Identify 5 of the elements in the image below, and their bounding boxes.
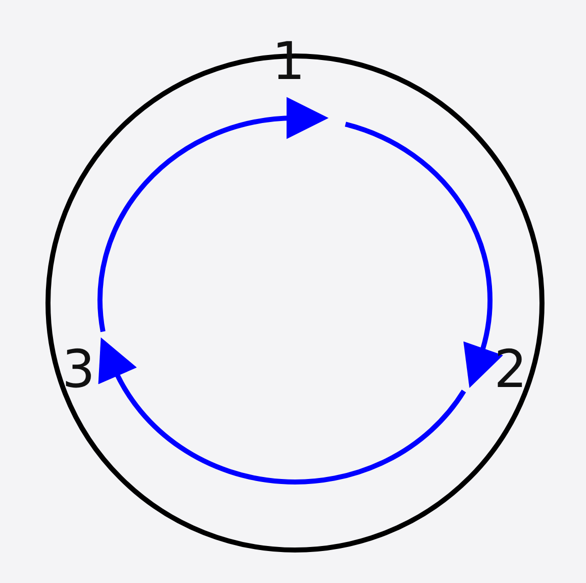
arrow — [98, 338, 466, 484]
arrow — [98, 98, 329, 332]
arrow — [344, 122, 503, 389]
vertex-number: 2 — [494, 344, 528, 396]
vertex-number: 3 — [62, 344, 96, 396]
